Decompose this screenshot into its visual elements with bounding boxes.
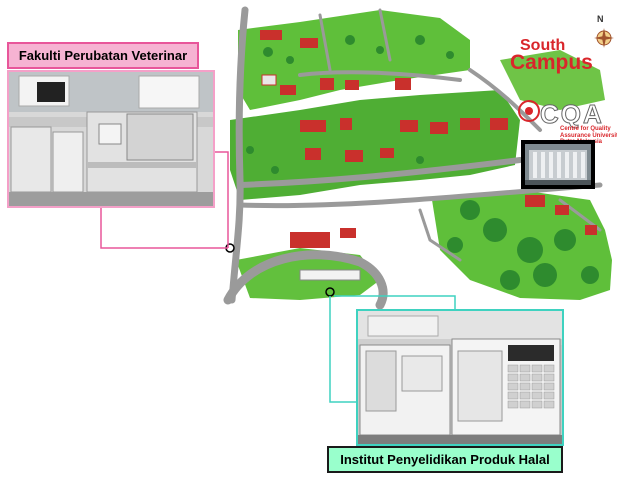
vet-connector-line-lower [100,208,228,249]
compass-north-label: N [597,14,604,24]
vet-faculty-label: Fakulti Perubatan Veterinar [7,42,199,69]
vet-lab-photo [7,70,215,208]
compass-rose-icon [594,28,614,48]
vet-connector-line [215,151,229,248]
map-trees [246,35,599,290]
halal-connector-line-upper [334,295,456,309]
halal-institute-label: Institut Penyelidikan Produk Halal [327,446,563,473]
cqa-building-photo [521,140,595,189]
cqa-title: CQA [540,99,604,130]
map-buildings [260,30,597,281]
brand-south: South [520,37,566,54]
brand-campus: Campus [510,51,593,74]
cqa-logo-icon [518,100,540,122]
halal-connector-line [329,296,356,403]
halal-lab-photo [356,309,564,446]
